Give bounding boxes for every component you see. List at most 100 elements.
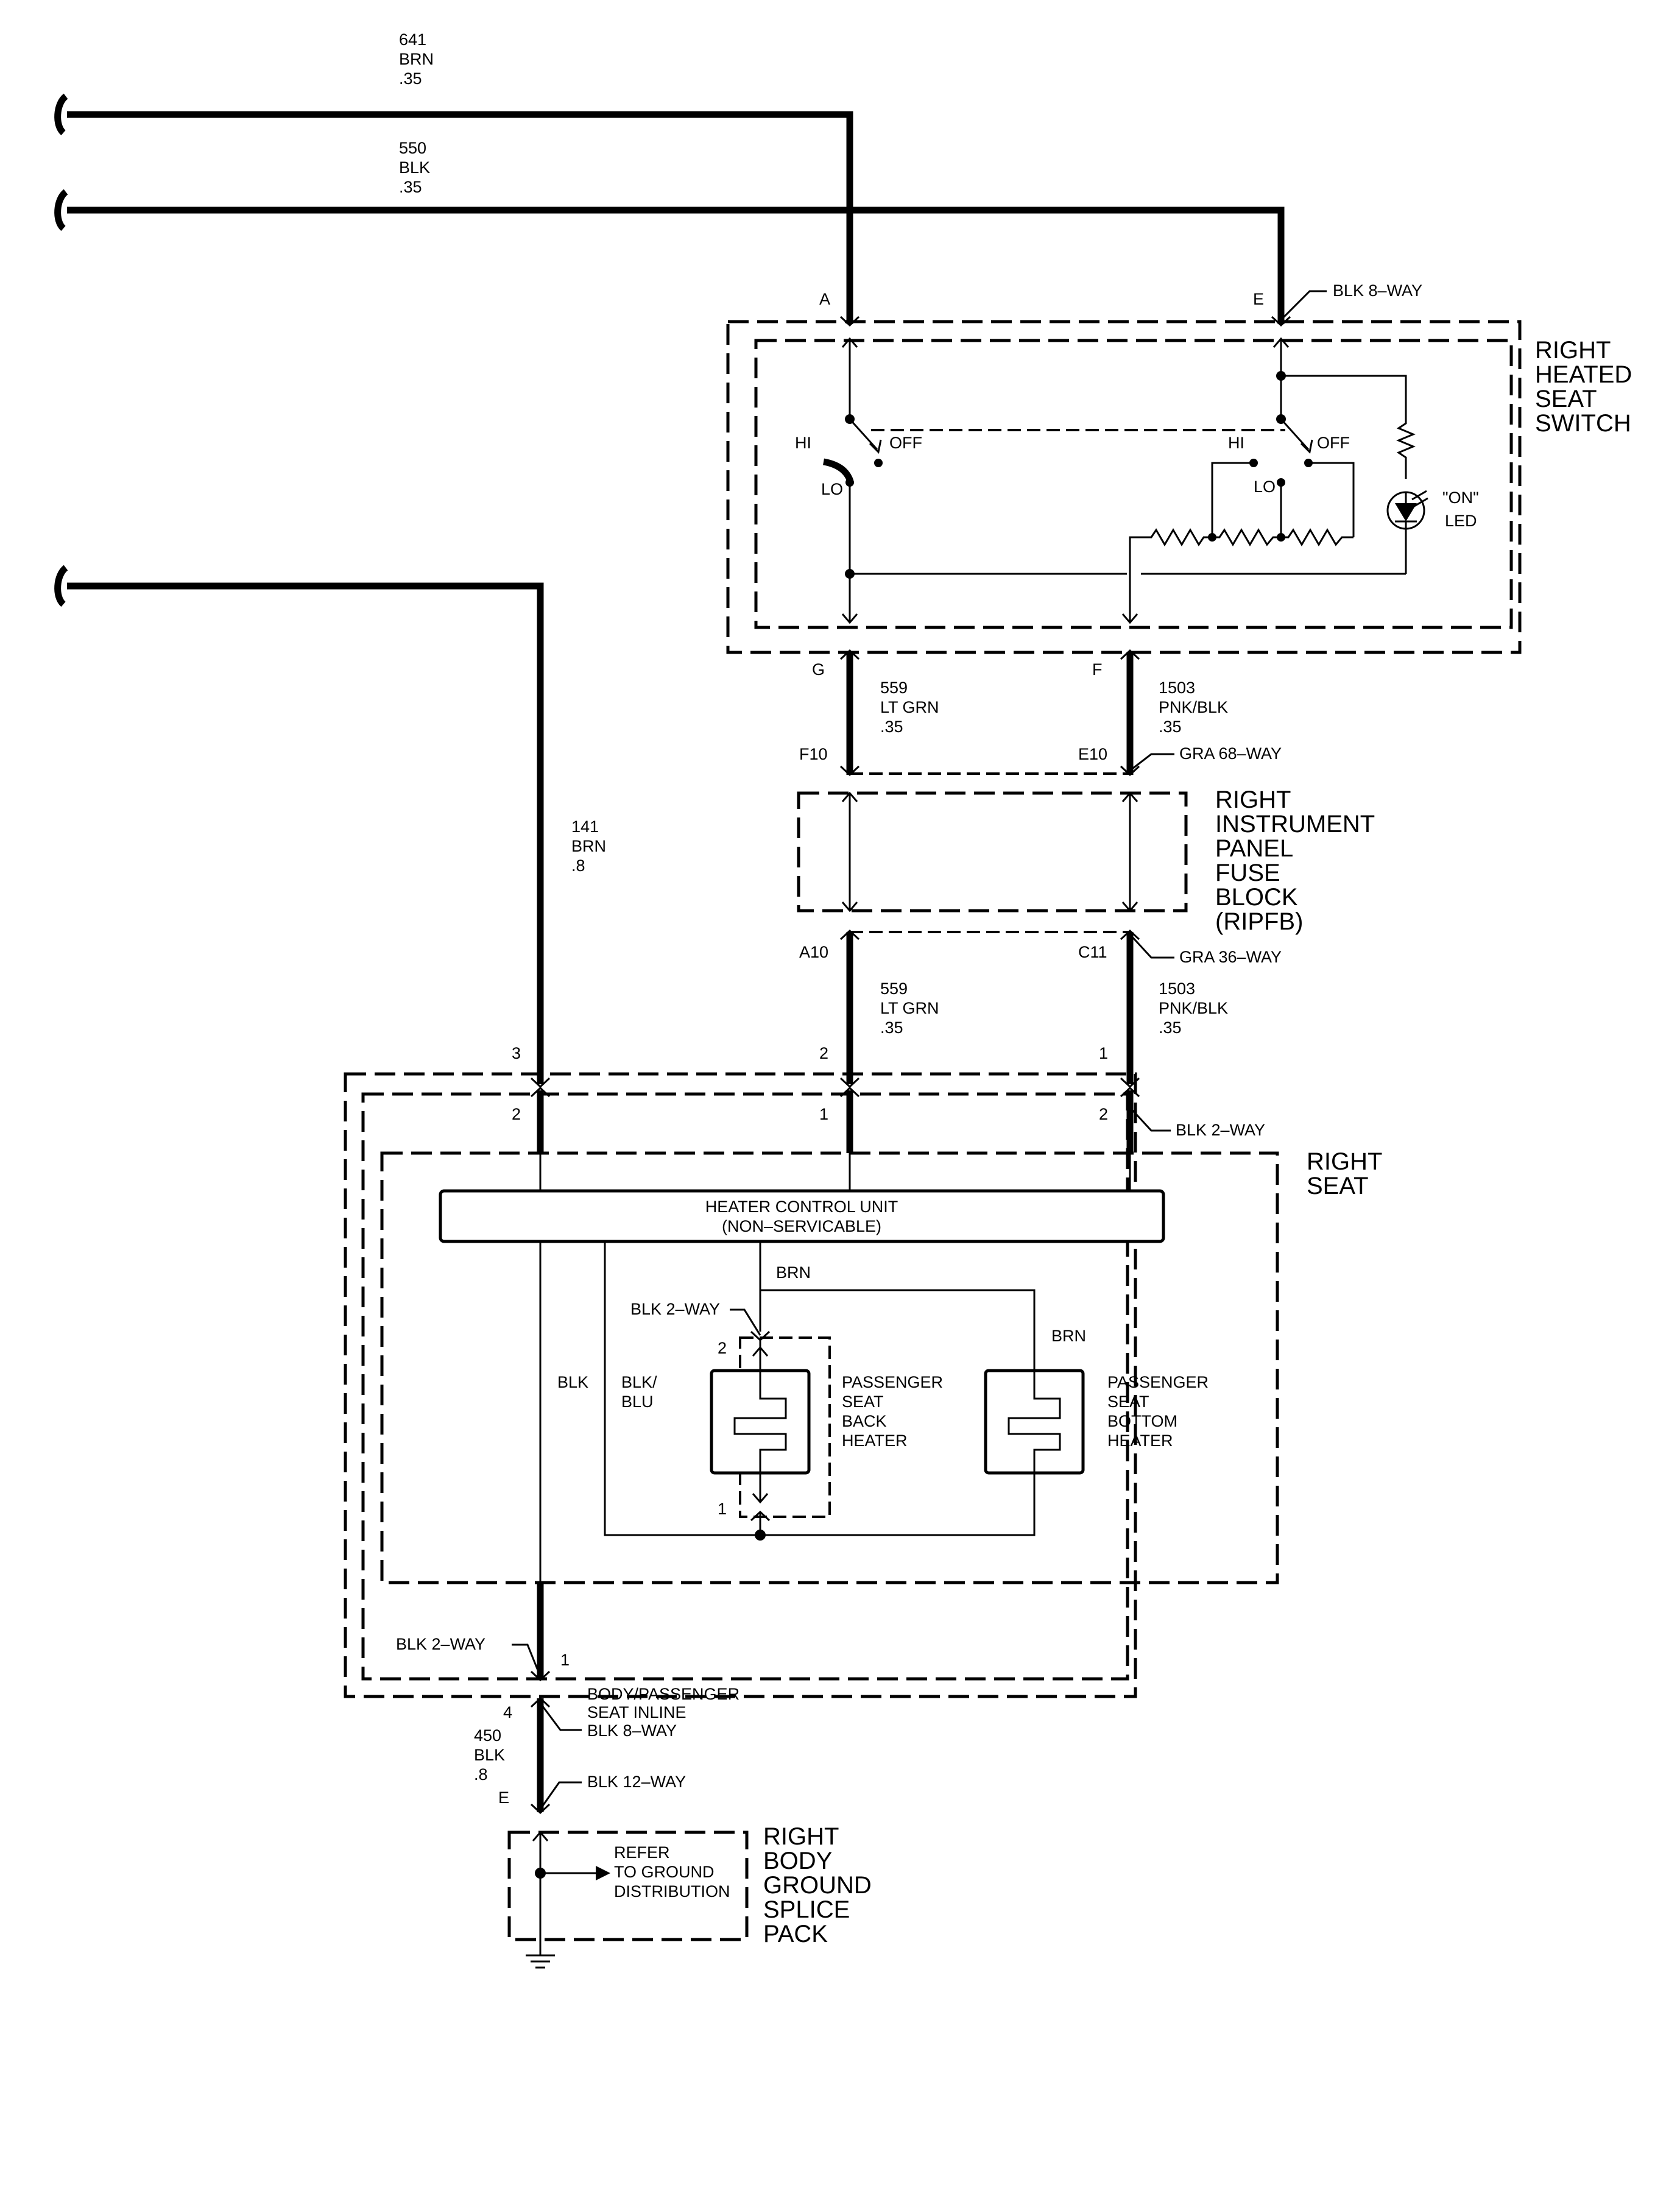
wire-550-color: BLK xyxy=(399,158,430,177)
right-heated-seat-switch: RIGHT HEATED SEAT SWITCH HI OFF LO xyxy=(726,320,1632,654)
wire-559-upper-circuit: 559 xyxy=(880,679,908,697)
wire-1503-lower-size: .35 xyxy=(1159,1019,1182,1037)
wire-559-upper-size: .35 xyxy=(880,718,903,736)
ground-pin-4: 4 xyxy=(503,1703,512,1721)
heater-control-unit xyxy=(439,1189,1165,1243)
leader-gra-68way xyxy=(1129,753,1174,772)
pin-g: G xyxy=(812,660,825,679)
wire-1503-lower-color: PNK/BLK xyxy=(1159,999,1228,1017)
led-label-2: LED xyxy=(1445,512,1477,530)
pin-2-left: 2 xyxy=(512,1105,521,1123)
wire-1503-upper-color: PNK/BLK xyxy=(1159,698,1228,716)
bottom-heater-label-1: PASSENGER xyxy=(1107,1373,1209,1391)
leader-gra-36way xyxy=(1129,933,1174,959)
ground-title-2: BODY xyxy=(763,1848,832,1874)
seat-outer-boundary xyxy=(344,1072,1137,1698)
wire-450-color: BLK xyxy=(474,1746,505,1764)
switch-left-off: OFF xyxy=(889,434,922,452)
label-blk-2way-back: BLK 2–WAY xyxy=(630,1300,720,1318)
connector-f-mark xyxy=(1120,649,1140,660)
resistor-2 xyxy=(1212,528,1281,546)
wire-641-circuit: 641 xyxy=(399,30,426,49)
wire-641-color: BRN xyxy=(399,50,434,68)
ground-title-1: RIGHT xyxy=(763,1823,839,1850)
connector-e-mark xyxy=(1271,316,1291,327)
led-label-1: "ON" xyxy=(1442,489,1479,507)
back-heater-connector xyxy=(739,1336,831,1518)
wire-641-size: .35 xyxy=(399,69,422,88)
pin-a: A xyxy=(819,290,830,308)
led-resistor xyxy=(1396,414,1416,479)
wire-141-size: .8 xyxy=(571,856,585,875)
back-heater-pin-2: 2 xyxy=(718,1339,727,1357)
switch-title-4: SWITCH xyxy=(1535,410,1631,437)
right-seat: RIGHT SEAT 2 1 2 BLK 2–WAY HEATER CONTRO… xyxy=(344,1072,1382,1698)
bottom-heater-label-4: HEATER xyxy=(1107,1432,1173,1450)
wire-559-lower-color: LT GRN xyxy=(880,999,939,1017)
switch-right-off: OFF xyxy=(1317,434,1350,452)
wire-1503-lower-circuit: 1503 xyxy=(1159,980,1195,998)
fuse-block-title-2: INSTRUMENT xyxy=(1215,811,1375,838)
label-inline-1: BODY/PASSENGER xyxy=(587,1685,739,1703)
switch-outer-boundary xyxy=(726,320,1522,654)
wire-641: 641 BRN .35 xyxy=(54,30,853,324)
seat-title-1: RIGHT xyxy=(1307,1148,1382,1175)
pin-2-right: 2 xyxy=(1099,1105,1108,1123)
right-body-ground-splice-pack: REFER TO GROUND DISTRIBUTION RIGHT BODY … xyxy=(507,1823,872,1969)
pin-f: F xyxy=(1092,660,1103,679)
pin-1-mid: 1 xyxy=(1099,1044,1108,1062)
leader-blk-2way-back xyxy=(730,1308,761,1336)
label-inline-3: BLK 8–WAY xyxy=(587,1721,677,1740)
leader-inline xyxy=(539,1703,582,1731)
seat-inner-boundary xyxy=(380,1151,1279,1584)
label-inline-2: SEAT INLINE xyxy=(587,1703,686,1721)
wire-559-upper-color: LT GRN xyxy=(880,698,939,716)
ground-title-5: PACK xyxy=(763,1921,828,1947)
leader-blk-8way-top xyxy=(1280,290,1327,321)
wire-break-641 xyxy=(54,93,68,136)
switch-right-lo: LO xyxy=(1254,478,1276,496)
switch-title-2: HEATED xyxy=(1535,361,1632,388)
wire-break-550 xyxy=(54,189,68,231)
wire-blk-internal-label: BLK xyxy=(557,1373,588,1391)
fuse-block-title-1: RIGHT xyxy=(1215,786,1291,813)
pin-e10: E10 xyxy=(1078,745,1107,763)
switch-right-hi: HI xyxy=(1228,434,1244,452)
fuse-block-title-5: BLOCK xyxy=(1215,884,1298,911)
pin-a10: A10 xyxy=(799,943,828,961)
switch-left-lo: LO xyxy=(821,480,843,498)
wire-141-circuit: 141 xyxy=(571,817,599,836)
back-heater-pin-1: 1 xyxy=(718,1500,727,1518)
label-gra-36way: GRA 36–WAY xyxy=(1179,948,1282,966)
bottom-heater-element-icon xyxy=(1008,1371,1061,1473)
ground-pin-e: E xyxy=(498,1788,509,1807)
wire-brn-bottom-label: BRN xyxy=(1051,1327,1086,1345)
label-blk-2way-ground: BLK 2–WAY xyxy=(396,1635,485,1653)
wire-141-color: BRN xyxy=(571,837,606,855)
pin-f10: F10 xyxy=(799,745,828,763)
switch-inner-boundary xyxy=(754,339,1513,629)
label-blk-2way-seat: BLK 2–WAY xyxy=(1176,1121,1265,1139)
switch-title-1: RIGHT xyxy=(1535,337,1611,364)
ground-title-4: SPLICE xyxy=(763,1896,850,1923)
wire-550-circuit: 550 xyxy=(399,139,426,157)
bottom-heater-label-2: SEAT xyxy=(1107,1393,1149,1411)
refer-label-2: TO GROUND xyxy=(614,1863,715,1881)
ground-title-3: GROUND xyxy=(763,1872,872,1899)
seat-mid-boundary xyxy=(361,1092,1129,1681)
leader-blk-2way-seat xyxy=(1129,1106,1171,1132)
wire-450-size: .8 xyxy=(474,1765,488,1784)
hcu-label-2: (NON–SERVICABLE) xyxy=(722,1217,881,1235)
wire-brn-bottom xyxy=(759,1241,1036,1371)
connector-a-mark xyxy=(839,316,860,327)
wire-brn-back-label: BRN xyxy=(776,1263,811,1282)
ground-splice-boundary xyxy=(507,1830,749,1941)
bottom-heater-label-3: BOTTOM xyxy=(1107,1412,1177,1430)
pin-e-top: E xyxy=(1253,290,1264,308)
leader-blk-12way xyxy=(539,1781,582,1810)
fuse-block-title-3: PANEL xyxy=(1215,835,1293,862)
resistor-3 xyxy=(1281,528,1354,546)
wire-141: 141 BRN .8 xyxy=(54,565,606,1084)
back-heater-element-icon xyxy=(733,1371,787,1473)
